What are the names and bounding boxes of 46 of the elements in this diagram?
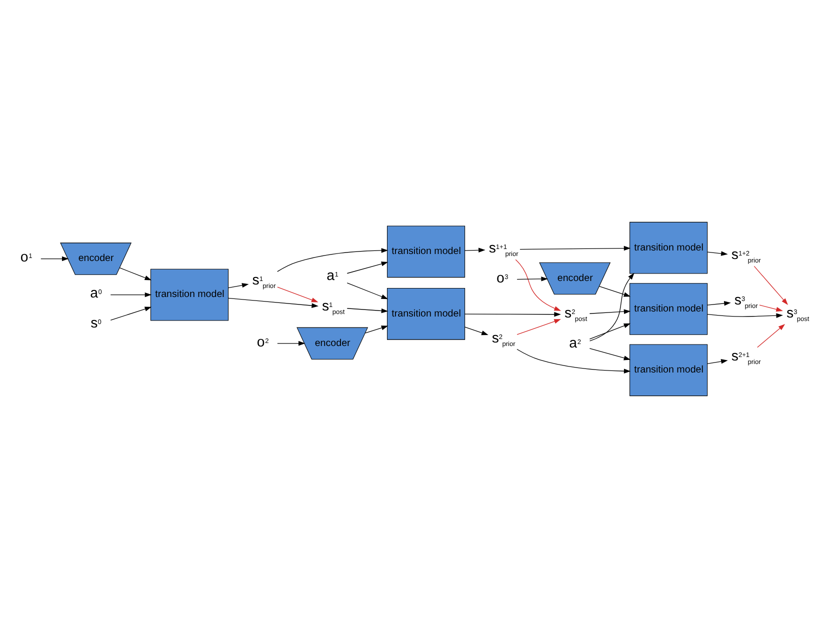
node-text: a$^{0}$ bbox=[90, 285, 102, 302]
arrow bbox=[589, 308, 631, 314]
arrow bbox=[277, 286, 318, 302]
arrow bbox=[110, 306, 152, 320]
node-text: a$^{2}$ bbox=[569, 334, 581, 351]
arrow bbox=[110, 292, 152, 297]
arrow bbox=[346, 282, 388, 299]
arrow bbox=[515, 258, 562, 310]
arrow bbox=[228, 297, 318, 308]
arrow bbox=[757, 323, 786, 348]
arrow bbox=[707, 300, 731, 306]
node-box: transition model bbox=[630, 282, 708, 334]
arrow bbox=[759, 304, 783, 312]
node-text: o$^{1}$ bbox=[20, 249, 32, 266]
node-box: transition model bbox=[630, 221, 708, 274]
node-text: a$^{1}$ bbox=[326, 268, 338, 284]
arrow bbox=[228, 282, 249, 288]
node-box: transition model bbox=[386, 287, 466, 340]
arrow bbox=[277, 248, 388, 272]
arrow bbox=[40, 256, 69, 261]
arrow bbox=[520, 245, 631, 250]
arrow bbox=[346, 261, 388, 274]
arrow bbox=[464, 326, 488, 335]
arrow bbox=[516, 276, 548, 281]
arrow bbox=[598, 285, 631, 296]
arrow bbox=[464, 312, 561, 316]
arrow bbox=[707, 250, 728, 256]
node-box: transition model bbox=[630, 344, 708, 396]
arrow bbox=[464, 247, 486, 252]
arrow bbox=[707, 312, 783, 318]
arrow bbox=[707, 358, 728, 364]
arrow bbox=[516, 318, 561, 334]
node-box: transition model bbox=[386, 225, 466, 278]
node-text: s$^{0}$ bbox=[90, 315, 102, 332]
arrow bbox=[589, 348, 631, 360]
node-text: o$^{3}$ bbox=[496, 270, 508, 286]
node-text: o$^{2}$ bbox=[256, 334, 269, 350]
arrow bbox=[346, 308, 388, 313]
node-box: transition model bbox=[150, 268, 229, 320]
arrow bbox=[119, 267, 152, 280]
arrow bbox=[589, 272, 634, 341]
arrow bbox=[277, 340, 306, 346]
arrow bbox=[516, 348, 631, 373]
arrow bbox=[589, 322, 631, 339]
arrow bbox=[754, 265, 788, 304]
arrow bbox=[364, 325, 388, 333]
